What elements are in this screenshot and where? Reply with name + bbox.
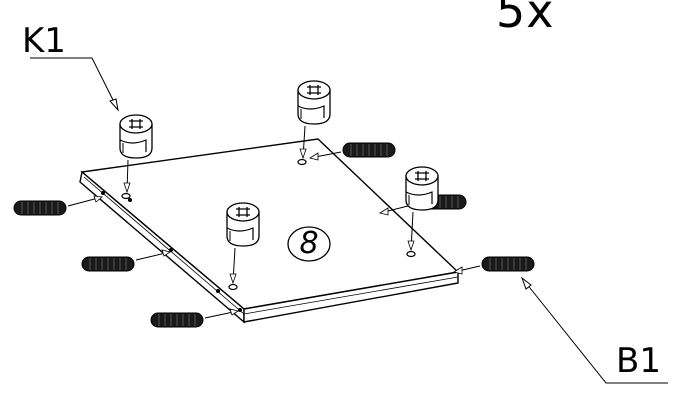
cam-lock-icon — [405, 166, 439, 252]
dowel-icon — [81, 249, 171, 272]
cam-lock-part-label: K1 — [22, 21, 66, 61]
dowel-part-label: B1 — [616, 341, 661, 381]
quantity-label: 5x — [496, 0, 555, 38]
dowel-icon — [378, 194, 467, 216]
cam-lock-leader — [30, 57, 119, 112]
cam-lock-icon — [226, 202, 260, 285]
dowel-icon — [308, 142, 396, 161]
dowel-icon — [452, 256, 535, 275]
dowel-leader — [520, 276, 668, 384]
panel-board — [79, 138, 460, 324]
dowel-icon — [13, 195, 103, 216]
cam-lock-icon — [119, 114, 153, 194]
panel-number-badge — [287, 226, 331, 262]
cam-lock-icon — [297, 80, 331, 160]
dowel-icon — [150, 308, 239, 328]
panel-number: 8 — [299, 226, 319, 261]
